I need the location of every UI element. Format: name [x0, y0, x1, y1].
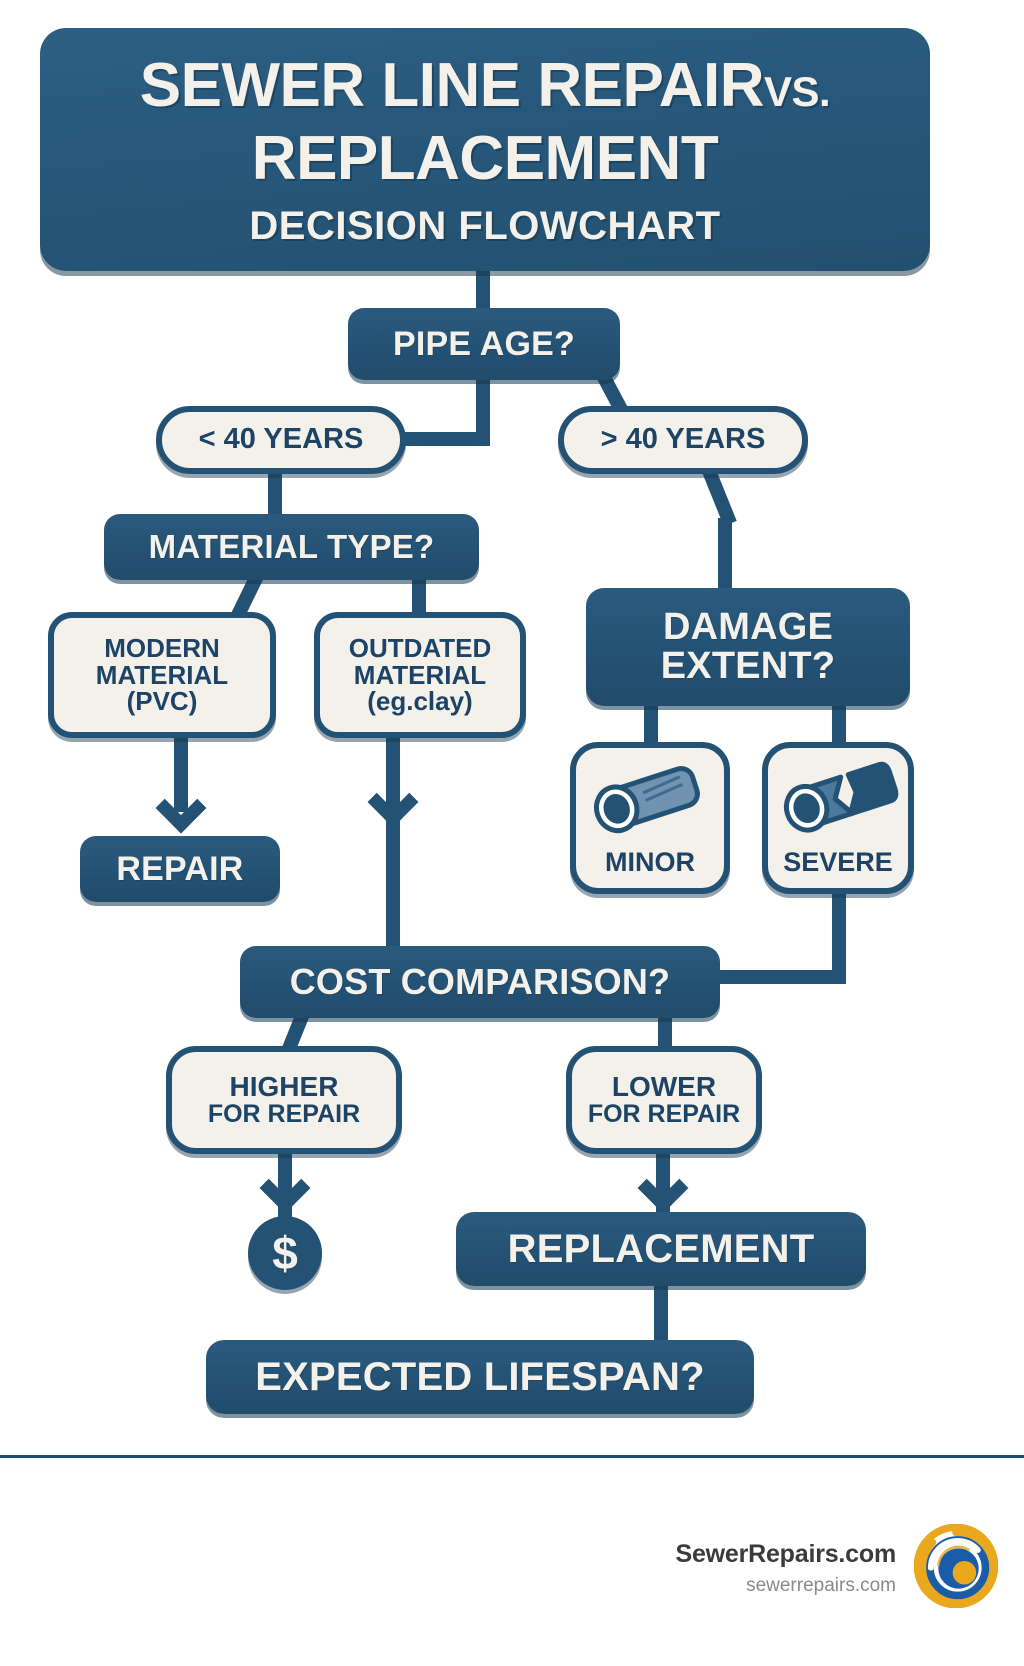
connector-title-to-pipeage	[476, 262, 490, 320]
node-damage-extent[interactable]: DAMAGE EXTENT?	[586, 588, 910, 706]
node-modern-material[interactable]: MODERN MATERIAL (PVC)	[48, 612, 276, 738]
title-line-2: REPLACEMENT	[251, 124, 719, 193]
node-outdated-line-3: (eg.clay)	[367, 686, 473, 717]
node-expected-lifespan-label: EXPECTED LIFESPAN?	[255, 1354, 705, 1399]
node-modern-line-3: (PVC)	[126, 686, 198, 717]
node-modern-line-1: MODERN	[104, 633, 220, 664]
connector-gt40-to-damage	[718, 518, 732, 600]
title-line-1: SEWER LINE REPAIRVS.	[139, 50, 831, 121]
node-repair-outcome[interactable]: REPAIR	[80, 836, 280, 902]
intact-pipe-icon	[576, 748, 724, 847]
connector-severe-down	[832, 888, 846, 984]
title-card: SEWER LINE REPAIRVS. REPLACEMENT DECISIO…	[40, 28, 930, 271]
node-material-type-label: MATERIAL TYPE?	[148, 528, 435, 566]
cracked-pipe-icon	[768, 748, 908, 847]
connector-lower-to-replacement	[656, 1152, 670, 1218]
node-gt40-label: > 40 YEARS	[600, 423, 766, 456]
node-higher-line-1: HIGHER	[229, 1070, 339, 1102]
node-outdated-material[interactable]: OUTDATED MATERIAL (eg.clay)	[314, 612, 526, 738]
node-higher-line-2: FOR REPAIR	[207, 1099, 361, 1128]
title-subtitle: DECISION FLOWCHART	[249, 204, 721, 248]
arrowhead-higher-to-dollar	[259, 1162, 311, 1214]
title-vs-text: VS.	[763, 68, 831, 115]
node-outdated-line-2: MATERIAL	[353, 659, 487, 690]
node-lower-for-repair[interactable]: LOWER FOR REPAIR	[566, 1046, 762, 1154]
brand-name: SewerRepairs.com	[675, 1539, 896, 1568]
node-damage-line-2: EXTENT?	[660, 645, 836, 687]
dollar-sign-label: $	[272, 1227, 298, 1279]
node-pipe-age-label: PIPE AGE?	[393, 324, 575, 363]
node-modern-line-2: MATERIAL	[95, 659, 229, 690]
node-lower-line-1: LOWER	[611, 1070, 717, 1102]
connector-modern-to-repair	[174, 736, 188, 812]
node-damage-line-1: DAMAGE	[662, 606, 834, 649]
node-cost-comparison[interactable]: COST COMPARISON?	[240, 946, 720, 1018]
brand-url: sewerrepairs.com	[746, 1574, 896, 1596]
node-lower-line-2: FOR REPAIR	[587, 1099, 741, 1128]
connector-severe-to-cost	[712, 970, 846, 984]
arrowhead-lower-to-replacement	[637, 1162, 689, 1214]
footer-divider	[0, 1455, 1024, 1458]
footer-text-block: SewerRepairs.com sewerrepairs.com	[675, 1540, 896, 1597]
node-severe-damage[interactable]: SEVERE	[762, 742, 914, 894]
connector-higher-to-dollar	[278, 1152, 292, 1222]
connector-damage-to-minor	[644, 700, 658, 750]
connector-replacement-to-lifespan	[654, 1282, 668, 1346]
arrowhead-outdated-down	[367, 776, 419, 828]
connector-lt40-to-material	[268, 468, 282, 524]
node-expected-lifespan[interactable]: EXPECTED LIFESPAN?	[206, 1340, 754, 1414]
connector-pipeage-stem	[476, 372, 490, 436]
dollar-sign-icon[interactable]: $	[248, 1216, 322, 1290]
node-minor-damage[interactable]: MINOR	[570, 742, 730, 894]
arrowhead-modern-to-repair	[155, 782, 207, 834]
connector-pipeage-to-lt40	[392, 432, 490, 446]
connector-damage-to-severe	[832, 700, 846, 750]
node-outdated-line-1: OUTDATED	[348, 633, 492, 664]
node-replacement-label: REPLACEMENT	[507, 1226, 815, 1271]
node-material-type[interactable]: MATERIAL TYPE?	[104, 514, 479, 580]
node-lt40-label: < 40 YEARS	[198, 423, 364, 456]
title-main-text: SEWER LINE REPAIR	[139, 51, 765, 120]
node-greater-than-40-years[interactable]: > 40 YEARS	[558, 406, 808, 474]
node-minor-label: MINOR	[605, 847, 695, 877]
node-higher-for-repair[interactable]: HIGHER FOR REPAIR	[166, 1046, 402, 1154]
node-repair-label: REPAIR	[116, 849, 244, 888]
node-severe-label: SEVERE	[783, 847, 893, 877]
node-pipe-age[interactable]: PIPE AGE?	[348, 308, 620, 380]
footer: SewerRepairs.com sewerrepairs.com	[0, 1470, 1024, 1666]
node-cost-comparison-label: COST COMPARISON?	[289, 960, 671, 1002]
node-replacement-outcome[interactable]: REPLACEMENT	[456, 1212, 866, 1286]
node-less-than-40-years[interactable]: < 40 YEARS	[156, 406, 406, 474]
sewerrepairs-swirl-logo	[913, 1523, 999, 1613]
connector-outdated-to-cost	[386, 736, 400, 952]
connector-material-to-outdated	[412, 572, 426, 622]
